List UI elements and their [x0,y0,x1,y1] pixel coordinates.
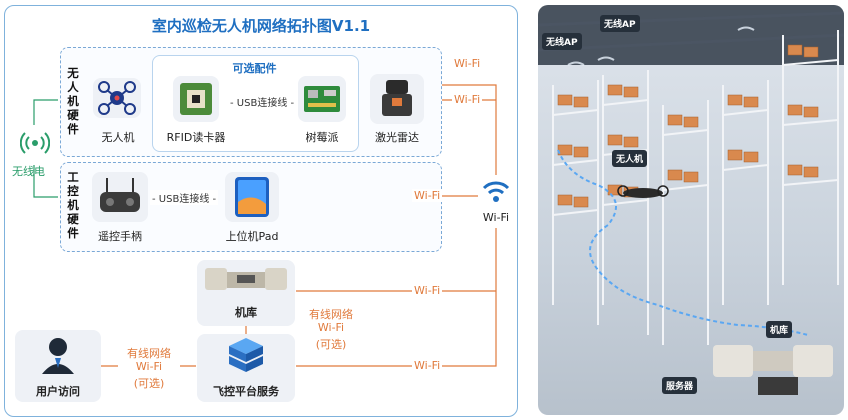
lidar-card [370,74,424,124]
optional-net-label-2: Wi-Fi [300,321,362,334]
remote-card [92,172,148,222]
wifi-link-label-2: Wi-Fi [452,93,483,106]
rfid-reader-icon [180,83,212,115]
wifi-icon [480,176,512,206]
scene-drone-icon [617,185,669,198]
user-net-label-1: 有线网络 [118,345,180,361]
hangar-card [197,260,295,326]
optional-net-label-3: (可选) [300,336,362,352]
pad-label: 上位机Pad [225,230,279,243]
scene-hangar-icon [713,345,833,395]
wifi-link-label-1: Wi-Fi [452,57,483,70]
usb-link-label-2: - USB连接线 - [150,190,219,205]
pad-card [225,172,279,222]
lidar-icon [382,80,412,116]
scene-server-tag: 服务器 [662,377,698,394]
warehouse-illustration [538,5,844,395]
wifi-link-trunk [296,228,497,367]
drone-icon [98,81,136,115]
platform-card [197,334,295,402]
user-label: 用户访问 [36,385,80,398]
optional-accessories-title: 可选配件 [232,62,277,75]
user-avatar-icon [42,338,74,374]
control-hardware-label: 工控机硬件 [67,170,79,240]
user-net-label-2: Wi-Fi [118,360,180,373]
platform-label: 飞控平台服务 [213,385,279,398]
radio-label: 无线电 [12,165,45,178]
raspberry-label: 树莓派 [305,131,339,144]
server-stack-icon [229,338,263,372]
scene-drone-tag: 无人机 [612,150,648,167]
optional-net-label-1: 有线网络 [300,306,362,322]
scene-ap-tag-1: 无线AP [542,33,582,50]
wifi-link-label-4: Wi-Fi [412,284,443,297]
hangar-label: 机库 [235,306,257,319]
rfid-label: RFID读卡器 [166,131,226,144]
drone-hardware-label: 无人机硬件 [67,66,79,136]
radio-wave-icon [20,132,50,154]
scene-hangar-tag: 机库 [766,321,793,338]
hangar-icon [205,268,287,290]
raspberry-pi-icon [304,86,340,112]
tablet-icon [235,177,269,217]
wifi-hub-label: Wi-Fi [476,211,516,224]
remote-controller-icon [100,178,140,212]
raspberry-card [298,76,346,122]
radio-link-control [33,165,58,198]
wifi-link-label-5: Wi-Fi [412,359,443,372]
wifi-link-label-3: Wi-Fi [412,189,443,202]
remote-label: 遥控手柄 [98,230,142,243]
drone-label: 无人机 [101,131,135,144]
user-net-label-3: (可选) [118,375,180,391]
lidar-label: 激光雷达 [375,131,419,144]
drone-card [93,78,141,118]
scene-ap-tag-2: 无线AP [600,15,640,32]
wifi-link-1 [428,84,497,175]
diagram-title: 室内巡检无人机网络拓扑图V1.1 [151,17,371,35]
radio-link-drone [33,99,58,125]
warehouse-scene: 无线AP 无线AP 无人机 机库 服务器 [538,5,844,415]
rfid-card [173,76,219,122]
user-card [15,330,101,402]
usb-link-label-1: - USB连接线 - [228,94,297,109]
